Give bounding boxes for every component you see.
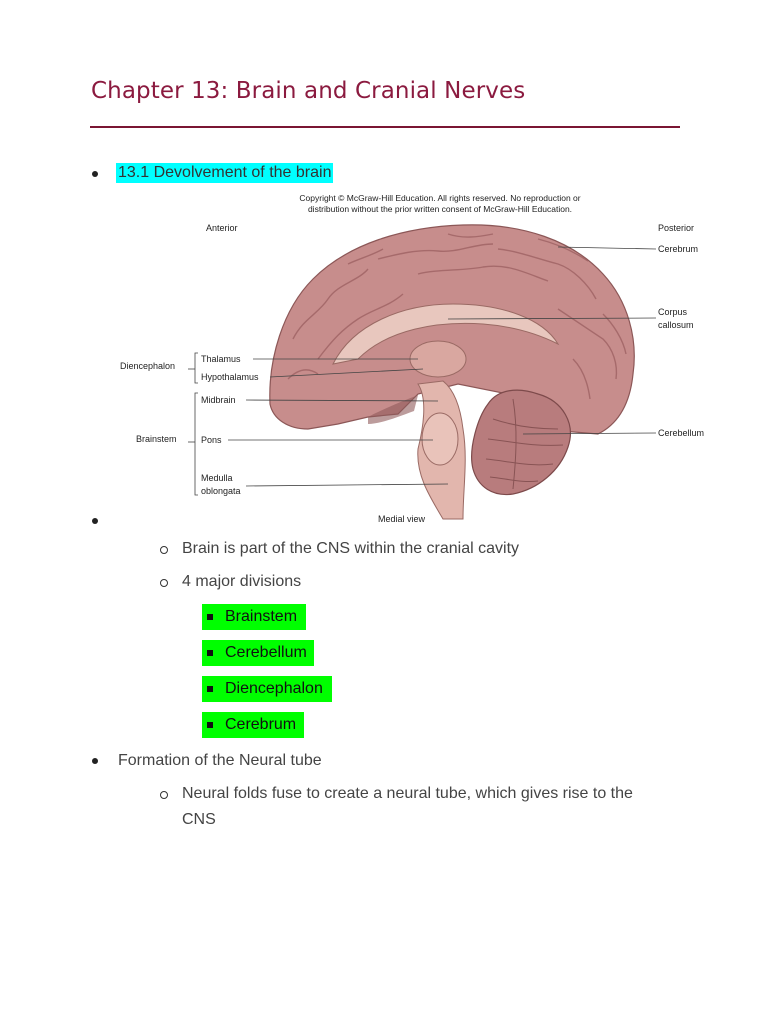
copyright-line-2: distribution without the prior written c… [308, 204, 572, 214]
folds-line-1: Neural folds fuse to create a neural tub… [182, 785, 633, 802]
section-heading-text: 13.1 Devolvement of the brain [116, 163, 334, 183]
page-title: Chapter 13: Brain and Cranial Nerves [91, 78, 526, 104]
label-medulla-2: oblongata [201, 486, 241, 496]
sub-bullet-cns [160, 546, 168, 554]
neural-tube-bullet-dot [92, 758, 98, 764]
copyright-line-1: Copyright © McGraw-Hill Education. All r… [299, 193, 580, 203]
square-bullet [207, 686, 213, 692]
figure-bullet-dot [92, 518, 98, 524]
sub-bullet-folds [160, 791, 168, 799]
label-posterior: Posterior [658, 223, 694, 233]
label-diencephalon: Diencephalon [120, 361, 175, 371]
division-item-brainstem: Brainstem [202, 604, 306, 630]
label-midbrain: Midbrain [201, 395, 236, 405]
sub-bullet-divisions [160, 579, 168, 587]
label-thalamus: Thalamus [201, 354, 241, 364]
label-corpus-1: Corpus [658, 307, 688, 317]
label-cerebrum: Cerebrum [658, 244, 698, 254]
bullet-dot [92, 171, 98, 177]
section-heading: 13.1 Devolvement of the brain [116, 163, 334, 183]
division-item-cerebrum: Cerebrum [202, 712, 304, 738]
square-bullet [207, 614, 213, 620]
division-label: Cerebrum [225, 716, 297, 733]
label-corpus-2: callosum [658, 320, 694, 330]
division-item-diencephalon: Diencephalon [202, 676, 332, 702]
title-rule [90, 126, 680, 128]
label-brainstem: Brainstem [136, 434, 177, 444]
label-hypothalamus: Hypothalamus [201, 372, 259, 382]
division-label: Brainstem [225, 608, 298, 625]
label-anterior: Anterior [206, 223, 238, 233]
square-bullet [207, 722, 213, 728]
label-medulla-1: Medulla [201, 473, 233, 483]
label-pons: Pons [201, 435, 222, 445]
division-item-cerebellum: Cerebellum [202, 640, 314, 666]
divisions-text: 4 major divisions [182, 573, 302, 590]
label-cerebellum: Cerebellum [658, 428, 704, 438]
division-label: Cerebellum [225, 644, 307, 661]
brain-diagram: Copyright © McGraw-Hill Education. All r… [118, 189, 705, 524]
square-bullet [207, 650, 213, 656]
cns-text: Brain is part of the CNS within the cran… [182, 540, 520, 557]
folds-line-2: CNS [182, 811, 216, 828]
division-label: Diencephalon [225, 680, 323, 697]
neural-tube-text: Formation of the Neural tube [118, 752, 322, 769]
label-medial-view: Medial view [378, 514, 426, 523]
brain-figure: Copyright © McGraw-Hill Education. All r… [118, 189, 705, 524]
